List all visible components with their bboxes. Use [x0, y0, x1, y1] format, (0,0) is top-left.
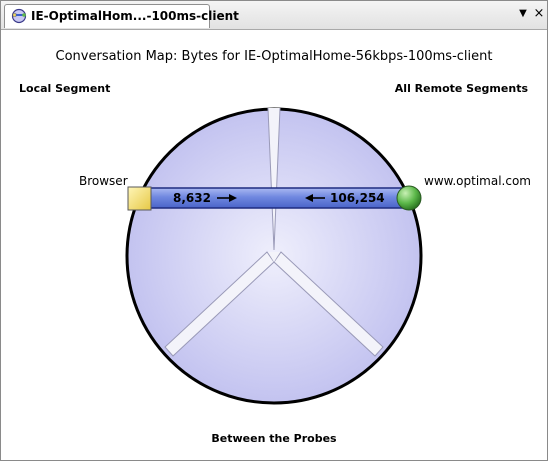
server-bytes-value: 106,254	[330, 191, 385, 205]
remote-segments-label: All Remote Segments	[394, 82, 528, 95]
tab-conversation-map[interactable]: IE-OptimalHom...-100ms-client	[4, 4, 239, 28]
local-segment-label: Local Segment	[19, 82, 111, 95]
client-bytes-value: 8,632	[173, 191, 211, 205]
outbound-arrow-icon	[217, 194, 237, 202]
between-probes-label: Between the Probes	[211, 432, 337, 445]
inbound-arrow-icon	[305, 194, 325, 202]
view-menu-dropdown-icon[interactable]: ▼	[519, 8, 527, 19]
browser-label: Browser	[79, 174, 128, 188]
conversation-map-icon	[11, 8, 27, 24]
tab-title: IE-OptimalHom...-100ms-client	[31, 9, 239, 23]
close-icon[interactable]: ×	[533, 6, 545, 21]
server-label: www.optimal.com	[424, 174, 531, 188]
browser-node[interactable]	[127, 186, 152, 211]
server-node[interactable]	[396, 185, 422, 211]
map-title: Conversation Map: Bytes for IE-OptimalHo…	[55, 49, 493, 64]
title-bar: IE-OptimalHom...-100ms-client ▼ ×	[1, 1, 547, 30]
segment-dividers	[164, 107, 384, 357]
